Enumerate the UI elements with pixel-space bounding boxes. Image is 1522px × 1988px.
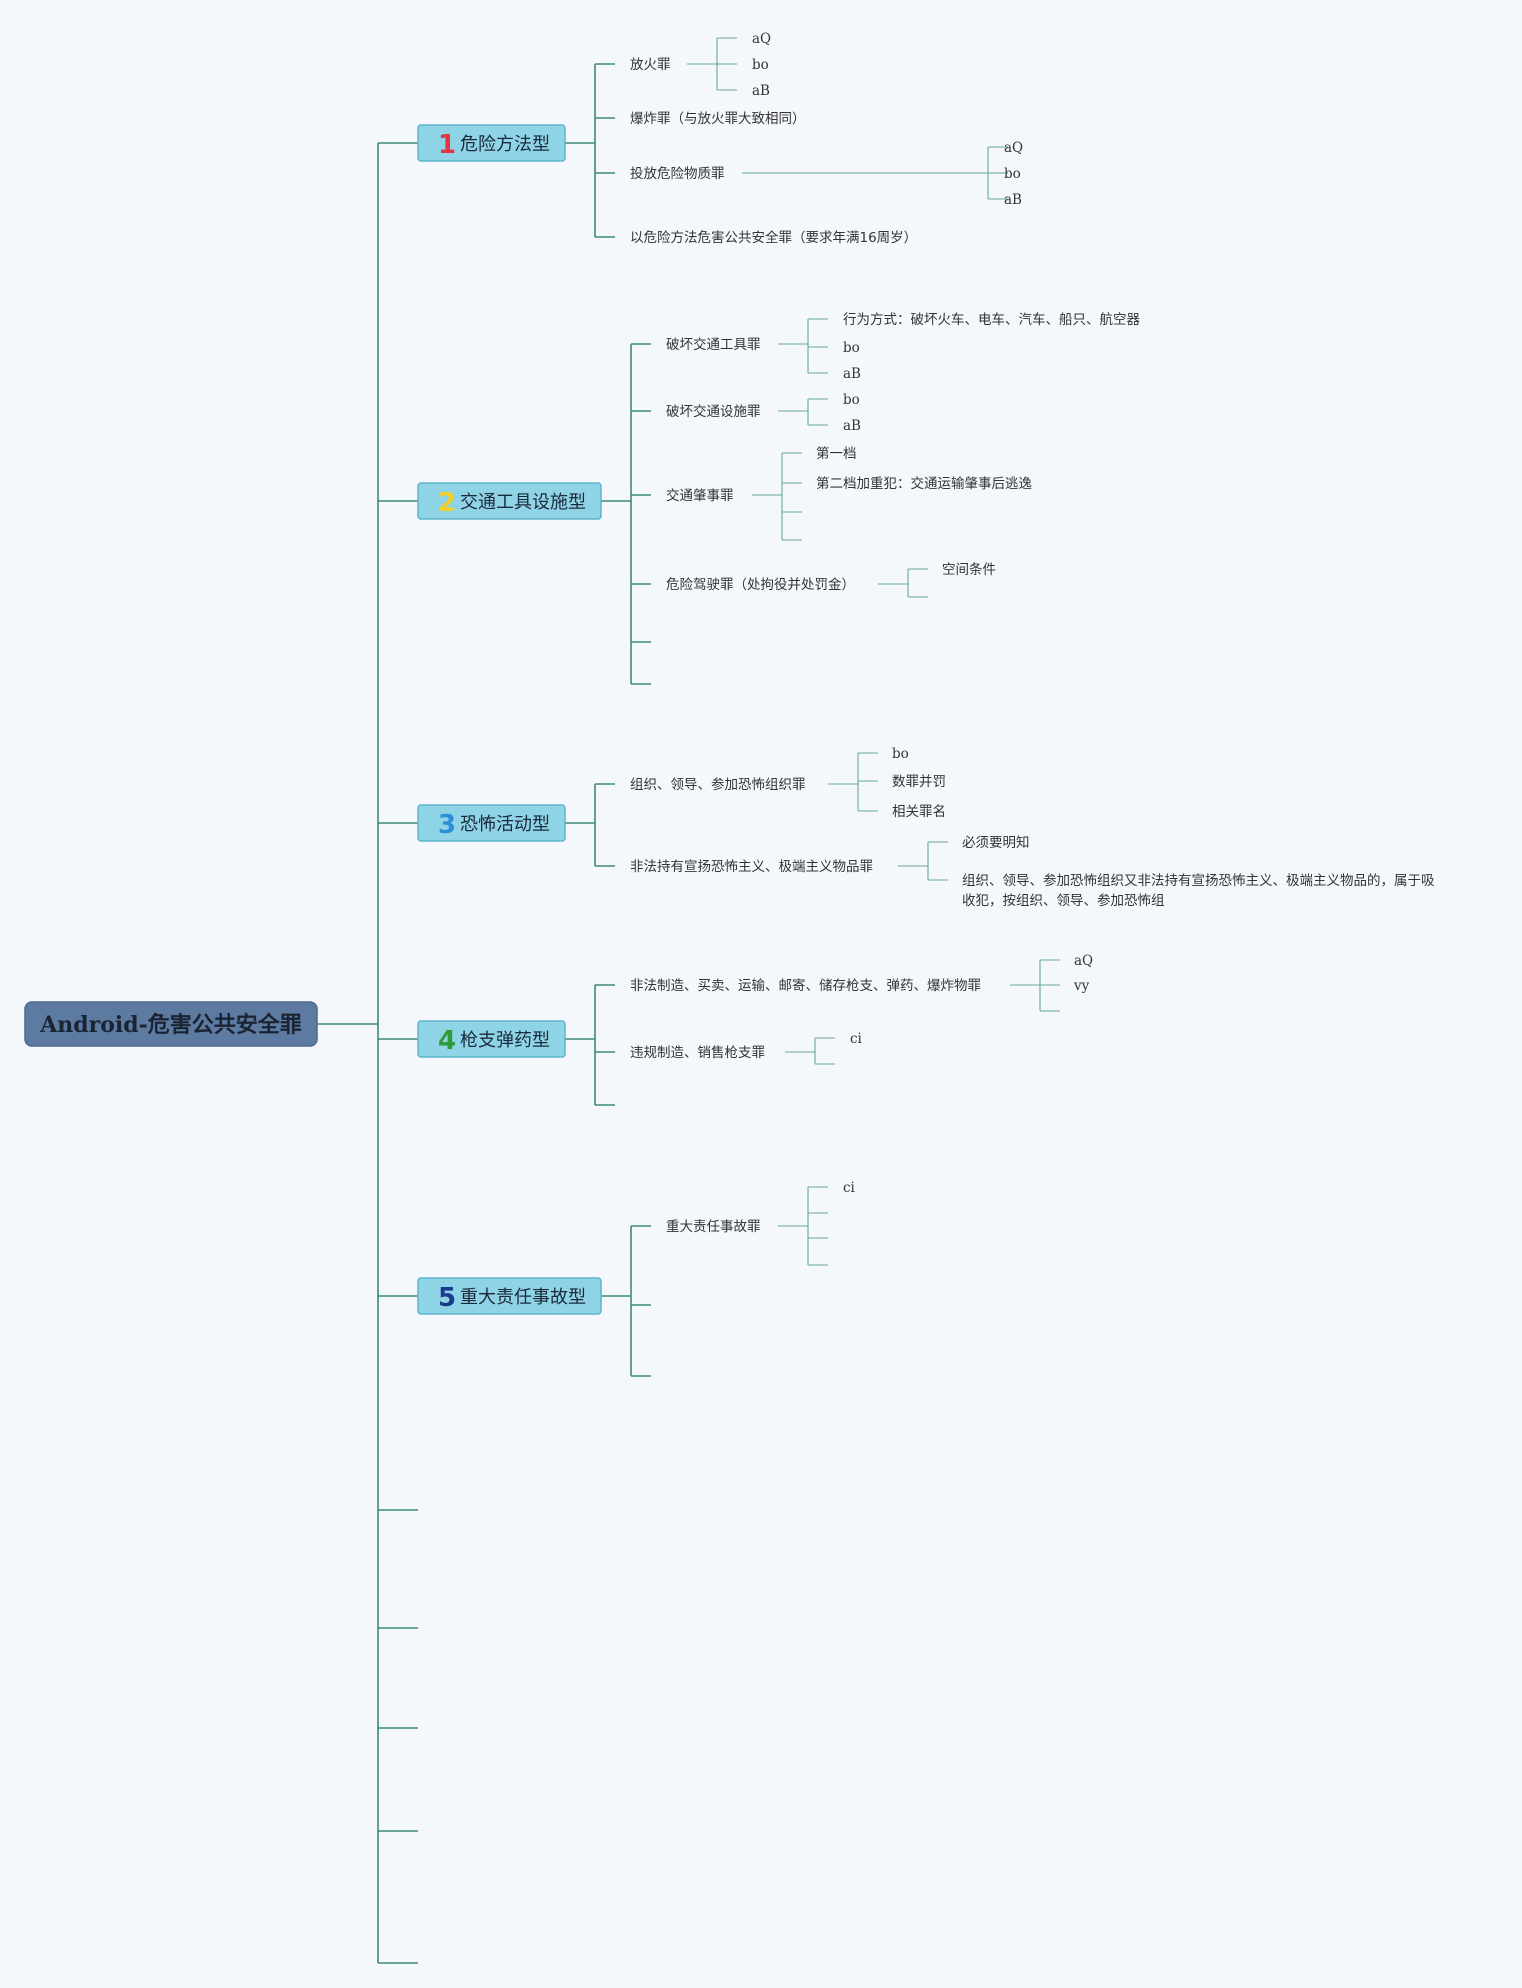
category-label: 重大责任事故型 [460, 1287, 586, 1308]
leaf-label[interactable]: 必须要明知 [962, 834, 1030, 851]
subtopic-label[interactable]: 以危险方法危害公共安全罪（要求年满16周岁） [630, 229, 917, 246]
leaf-label[interactable]: 第二档加重犯：交通运输肇事后逃逸 [816, 475, 1032, 492]
leaf-label[interactable]: 第一档 [816, 445, 857, 462]
leaf-label[interactable]: aQ [1074, 953, 1093, 969]
leaf-label[interactable]: 收犯，按组织、领导、参加恐怖组 [962, 892, 1165, 909]
leaf-label[interactable]: aQ [752, 31, 771, 47]
leaf-label[interactable]: 行为方式：破坏火车、电车、汽车、船只、航空器 [843, 311, 1140, 328]
leaf-label[interactable]: bo [1004, 166, 1021, 182]
subtopic-label[interactable]: 交通肇事罪 [666, 487, 734, 504]
leaf-label[interactable]: ci [850, 1031, 863, 1047]
leaf-label[interactable]: aB [843, 366, 861, 382]
subtopic-label[interactable]: 放火罪 [630, 57, 671, 73]
subtopic-label[interactable]: 组织、领导、参加恐怖组织罪 [630, 776, 806, 793]
category-box [417, 124, 566, 162]
category-box [417, 482, 602, 520]
subtopic-label[interactable]: 非法持有宣扬恐怖主义、极端主义物品罪 [630, 858, 873, 875]
subtopic-label[interactable]: 重大责任事故罪 [666, 1219, 761, 1235]
leaf-label[interactable]: 数罪并罚 [892, 774, 946, 790]
root-node-label: Android-危害公共安全罪 [39, 1012, 302, 1038]
subtopic-label[interactable]: 破坏交通工具罪 [666, 336, 761, 353]
leaf-label[interactable]: ci [843, 1180, 856, 1196]
subtopic-label[interactable]: 爆炸罪（与放火罪大致相同） [630, 111, 806, 127]
category-number: 1 [438, 130, 456, 160]
subtopic-label[interactable]: 非法制造、买卖、运输、邮寄、储存枪支、弹药、爆炸物罪 [630, 977, 981, 994]
category-number: 3 [438, 810, 456, 840]
subtopic-label[interactable]: 投放危险物质罪 [630, 166, 725, 182]
leaf-label[interactable]: 相关罪名 [892, 804, 946, 820]
category-box [417, 1020, 566, 1058]
leaf-label[interactable]: aB [843, 418, 861, 434]
category-number: 2 [438, 488, 456, 518]
leaf-label[interactable]: bo [752, 57, 769, 73]
leaf-label[interactable]: aB [752, 83, 770, 99]
category-number: 4 [438, 1026, 456, 1056]
category-label: 交通工具设施型 [460, 492, 586, 513]
leaf-label[interactable]: vy [1073, 978, 1090, 994]
leaf-label[interactable]: bo [843, 340, 860, 356]
subtopic-label[interactable]: 破坏交通设施罪 [666, 403, 761, 420]
leaf-label[interactable]: bo [892, 746, 909, 762]
leaf-label[interactable]: 空间条件 [942, 561, 996, 578]
leaf-label[interactable]: aQ [1004, 140, 1023, 156]
root-node[interactable]: Android-危害公共安全罪 [24, 1001, 318, 1047]
category-label: 危险方法型 [460, 134, 550, 155]
leaf-label[interactable]: 组织、领导、参加恐怖组织又非法持有宣扬恐怖主义、极端主义物品的，属于吸 [962, 872, 1435, 889]
category-box [417, 804, 566, 842]
subtopic-label[interactable]: 危险驾驶罪（处拘役并处罚金） [666, 577, 855, 593]
category-label: 恐怖活动型 [460, 814, 550, 835]
category-box [417, 1277, 602, 1315]
category-label: 枪支弹药型 [460, 1030, 550, 1051]
root-node-box [24, 1001, 318, 1047]
leaf-label[interactable]: bo [843, 392, 860, 408]
leaf-label[interactable]: aB [1004, 192, 1022, 208]
subtopic-label[interactable]: 违规制造、销售枪支罪 [630, 1044, 765, 1061]
category-number: 5 [438, 1283, 456, 1313]
